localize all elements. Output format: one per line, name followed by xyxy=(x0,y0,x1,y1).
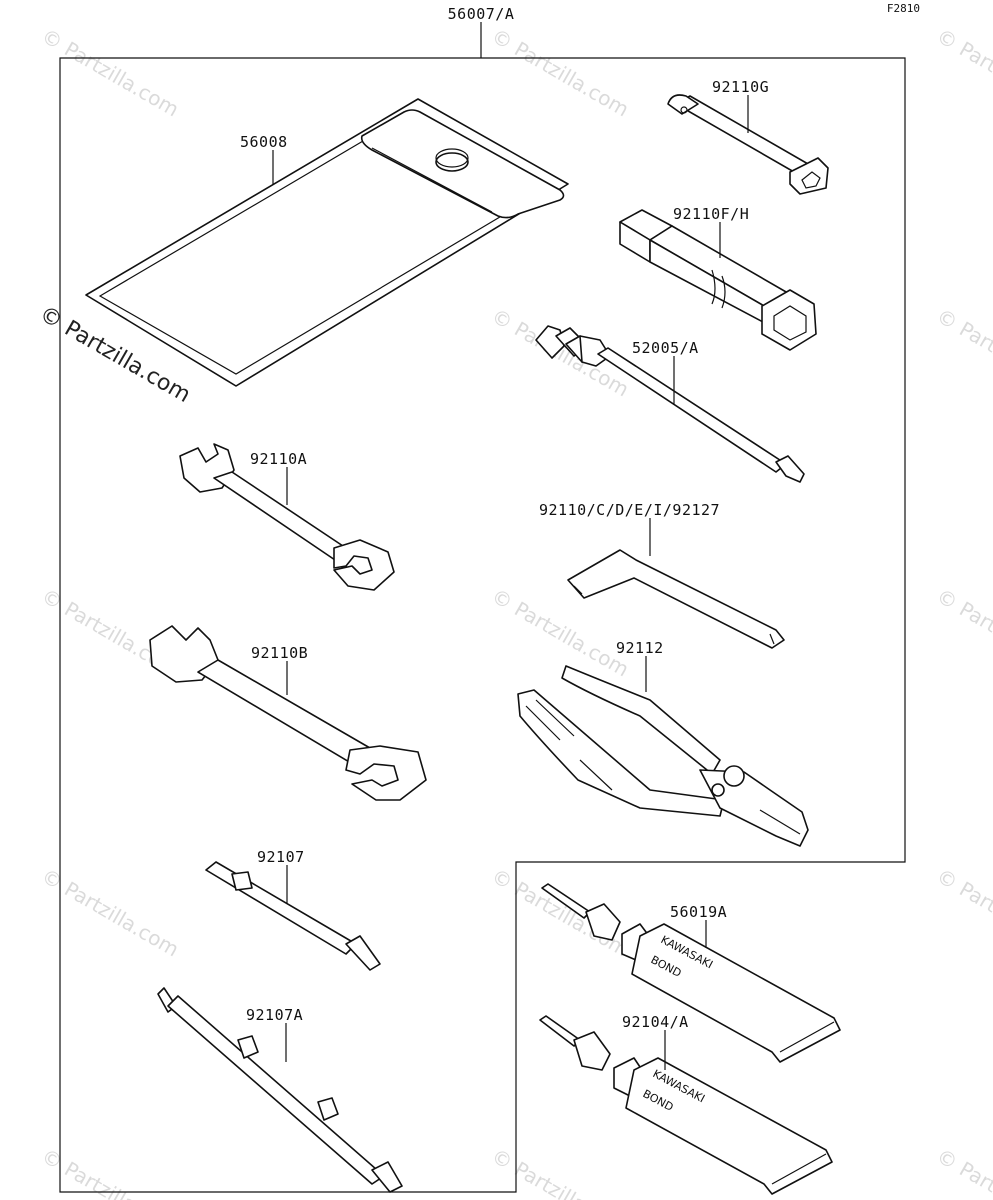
plug-wrench-small-part xyxy=(667,94,829,195)
part-label-92110CDEI-92127: 92110/C/D/E/I/92127 xyxy=(539,501,720,519)
watermark: © Partzilla.com xyxy=(933,304,993,402)
part-label-92110A: 92110A xyxy=(250,450,307,468)
pouch-part xyxy=(85,98,569,387)
part-label-92107: 92107 xyxy=(257,848,305,866)
part-label-56019A: 56019A xyxy=(670,903,727,921)
bond-tube-upper-part: KAWASAKI BOND xyxy=(541,883,841,1063)
watermark: © Partzilla.com xyxy=(488,584,634,682)
part-label-92107A: 92107A xyxy=(246,1006,303,1024)
assembly-label: 56007/A xyxy=(448,5,515,23)
hex-key-part xyxy=(567,549,785,649)
screwdriver-bit-double-part xyxy=(157,987,403,1193)
part-label-56008: 56008 xyxy=(240,133,288,151)
part-label-92110B: 92110B xyxy=(251,644,308,662)
assembly-frame xyxy=(59,57,906,1193)
wrench-large-part xyxy=(149,625,427,801)
part-label-92104A: 92104/A xyxy=(622,1013,689,1031)
pliers-part xyxy=(517,665,809,847)
part-label-52005A: 52005/A xyxy=(632,339,699,357)
watermark: © Partzilla.com xyxy=(933,1144,993,1200)
part-label-92112: 92112 xyxy=(616,639,664,657)
screwdriver-extension-part xyxy=(535,325,805,483)
watermark: © Partzilla.com xyxy=(933,584,993,682)
screwdriver-bit-part xyxy=(205,861,381,971)
diagram-ref-code: F2810 xyxy=(887,2,920,15)
watermark: © Partzilla.com xyxy=(933,864,993,962)
part-label-92110G: 92110G xyxy=(712,78,769,96)
watermark: © Partzilla.com xyxy=(38,24,184,122)
plug-wrench-large-part xyxy=(619,209,817,351)
part-label-92110FH: 92110F/H xyxy=(673,205,749,223)
wrench-small-part xyxy=(179,443,395,591)
watermark: © Partzilla.com xyxy=(488,24,634,122)
bond-tube-lower-part: KAWASAKI BOND xyxy=(539,1015,833,1195)
watermark: © Partzilla.com xyxy=(933,24,993,122)
watermark: © Partzilla.com xyxy=(38,864,184,962)
